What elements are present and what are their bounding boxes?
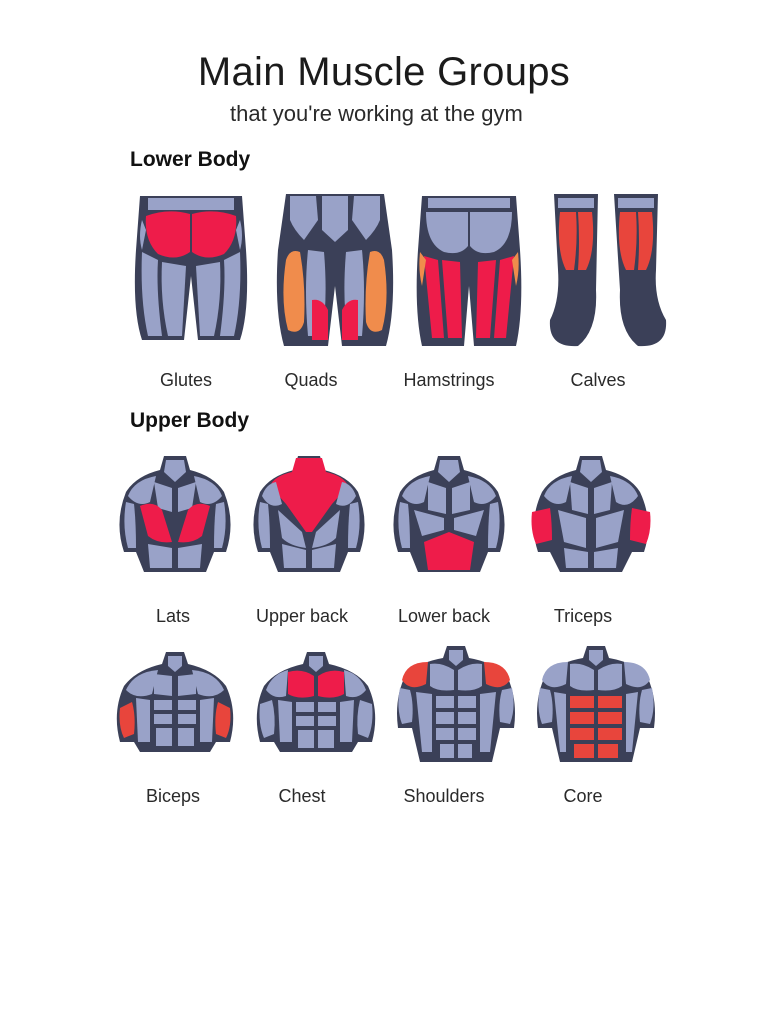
core-label: Core [563, 786, 603, 806]
glutes-label: Glutes [159, 370, 213, 390]
shoulders-label: Shoulders [403, 786, 485, 806]
lower-back-icon [388, 452, 510, 578]
shoulders-icon [392, 642, 520, 766]
upper-back-icon [248, 452, 370, 578]
lower-back-label: Lower back [397, 606, 491, 626]
hamstrings-icon [414, 190, 524, 350]
calves-icon [548, 190, 668, 350]
hamstrings-label: Hamstrings [403, 370, 495, 390]
calves-label: Calves [570, 370, 626, 390]
biceps-icon [112, 648, 238, 756]
glutes-icon [128, 190, 254, 350]
page-subtitle: that you're working at the gym [230, 101, 523, 126]
page-title: Main Muscle Groups [197, 50, 571, 94]
quads-icon [272, 190, 398, 350]
lats-icon [114, 452, 236, 578]
lower-body-heading: Lower Body [130, 148, 251, 171]
chest-label: Chest [278, 786, 326, 806]
quads-label: Quads [284, 370, 338, 390]
upper-body-heading: Upper Body [130, 409, 250, 432]
chest-icon [252, 648, 380, 756]
triceps-label: Triceps [553, 606, 613, 626]
upper-back-label: Upper back [255, 606, 349, 626]
biceps-label: Biceps [145, 786, 201, 806]
triceps-icon [528, 452, 654, 578]
lats-label: Lats [155, 606, 191, 626]
core-icon [532, 642, 660, 766]
